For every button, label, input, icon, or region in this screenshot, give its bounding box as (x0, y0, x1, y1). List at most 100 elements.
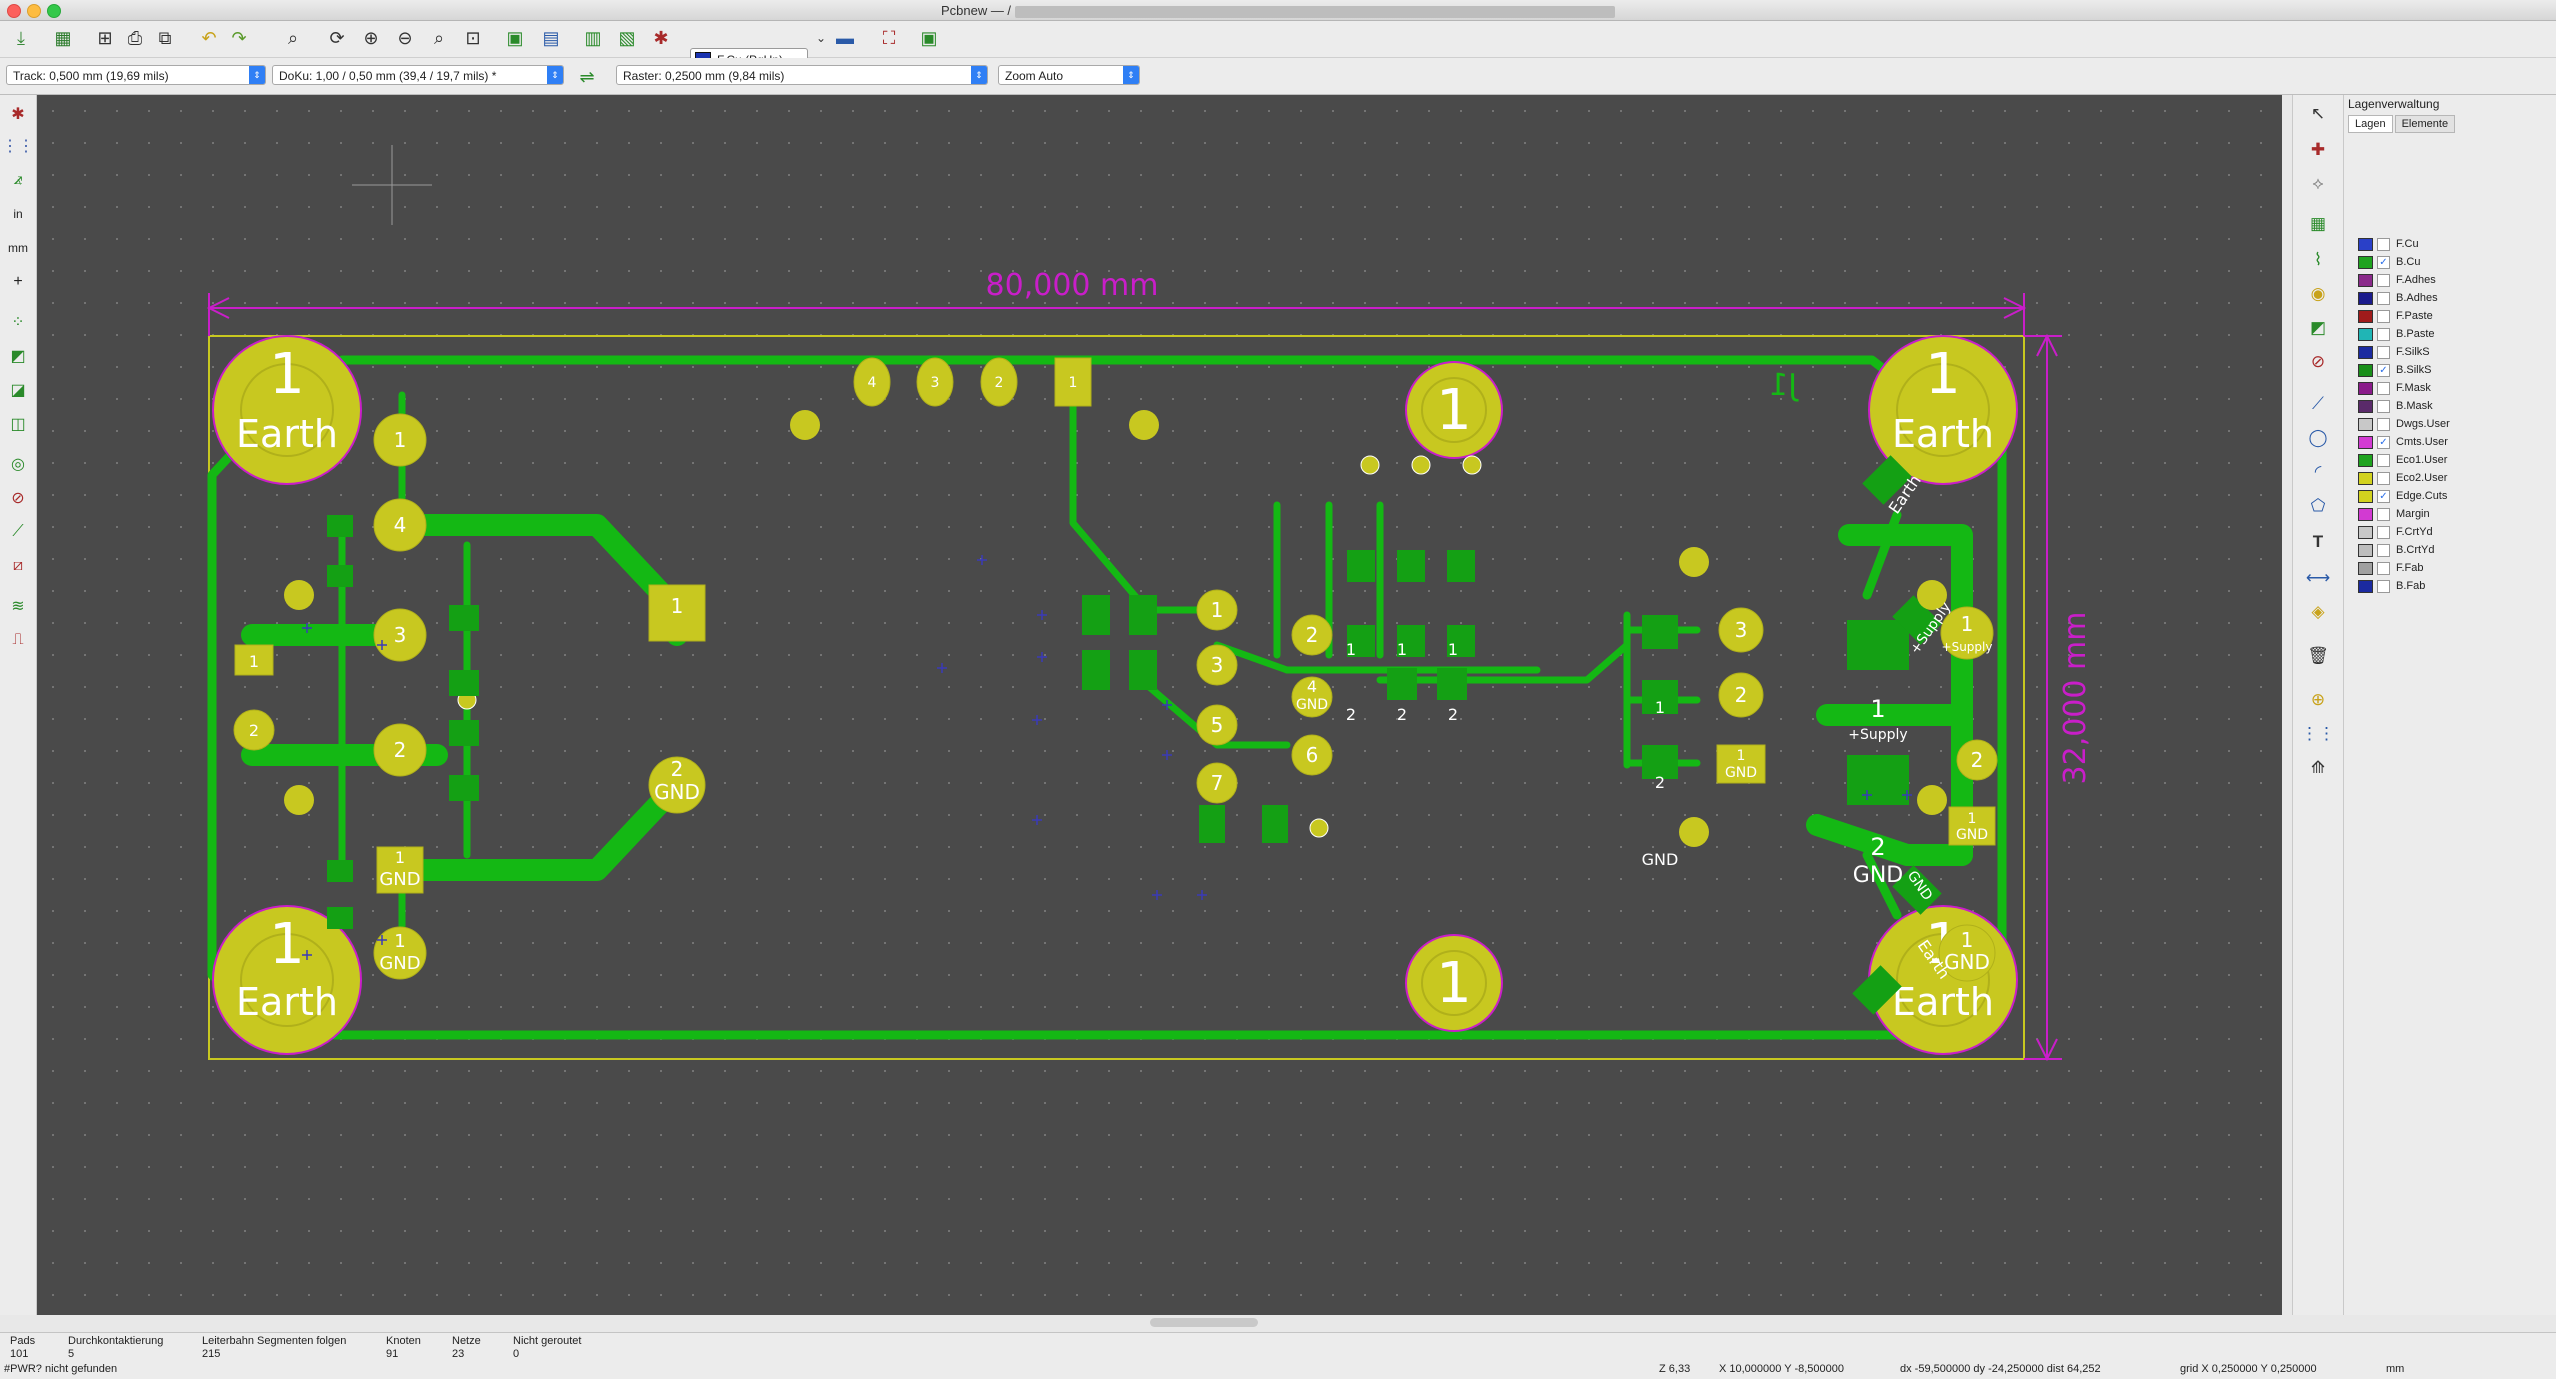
footprint-viewer-icon[interactable]: ▤ (542, 27, 560, 48)
layer-row[interactable]: ✓B.SilkS (2358, 361, 2431, 379)
layer-color-swatch[interactable] (2358, 417, 2373, 431)
board-setup-icon[interactable]: ⊞ (97, 27, 113, 48)
tab-layers[interactable]: Lagen (2348, 115, 2393, 133)
layer-visibility-checkbox[interactable] (2377, 561, 2390, 575)
pcb-canvas[interactable]: 80,000 mm 32,000 mm (37, 95, 2282, 1315)
polar-coords-icon[interactable]: ⦨ (13, 171, 23, 188)
contrast-mode-icon[interactable]: ⧄ (12, 557, 24, 574)
undo-icon[interactable]: ↶ (201, 27, 217, 48)
layer-color-swatch[interactable] (2358, 363, 2373, 377)
route-track-icon[interactable]: ⌇ (2313, 250, 2323, 269)
save-board-icon[interactable]: ⤓ (17, 27, 25, 48)
layer-color-swatch[interactable] (2358, 381, 2373, 395)
draw-arc-icon[interactable]: ◜ (2314, 462, 2322, 481)
local-ratsnest-icon[interactable]: ⟡ (2312, 174, 2324, 193)
measure-icon[interactable]: ⟰ (2310, 758, 2326, 777)
layer-color-swatch[interactable] (2358, 543, 2373, 557)
units-inch-icon[interactable]: in (13, 207, 23, 221)
add-text-icon[interactable]: T (2312, 532, 2324, 551)
drc-bug-icon[interactable]: ✱ (653, 27, 669, 48)
layer-visibility-checkbox[interactable]: ✓ (2377, 255, 2390, 269)
select-arrow-icon[interactable]: ↖ (2310, 104, 2326, 123)
zoom-window-button[interactable] (47, 4, 61, 18)
horizontal-scrollbar[interactable] (1150, 1318, 1258, 1327)
grid-select[interactable]: Raster: 0,2500 mm (9,84 mils)⇕ (616, 65, 988, 85)
minimize-window-button[interactable] (27, 4, 41, 18)
pad-sketch-icon[interactable]: ◎ (11, 456, 25, 473)
find-icon[interactable]: ⌕ (287, 27, 299, 48)
layer-visibility-checkbox[interactable] (2377, 309, 2390, 323)
layer-row[interactable]: F.Adhes (2358, 271, 2436, 289)
footprint-editor-icon[interactable]: ▣ (506, 27, 524, 48)
layer-color-swatch[interactable] (2358, 309, 2373, 323)
layer-color-swatch[interactable] (2358, 273, 2373, 287)
microwave-toolbar-icon[interactable]: ⎍ (12, 631, 24, 648)
layer-color-swatch[interactable] (2358, 291, 2373, 305)
layer-color-swatch[interactable] (2358, 507, 2373, 521)
keepout-zone-icon[interactable]: ⊘ (2310, 352, 2326, 371)
add-via-icon[interactable]: ◉ (2310, 284, 2326, 303)
layer-visibility-checkbox[interactable] (2377, 237, 2390, 251)
draw-line-icon[interactable]: ⟋ (2312, 394, 2324, 413)
update-pcb-icon[interactable]: ▧ (618, 27, 636, 48)
via-sketch-icon[interactable]: ⊘ (11, 490, 25, 507)
layer-row[interactable]: ✓Cmts.User (2358, 433, 2448, 451)
track-sketch-icon[interactable]: ⟋ (12, 523, 24, 540)
via-size-select[interactable]: DoKu: 1,00 / 0,50 mm (39,4 / 19,7 mils) … (272, 65, 564, 85)
zone-sketch-icon[interactable]: ◫ (10, 416, 26, 433)
zone-fill-icon[interactable]: ◩ (10, 348, 26, 365)
layer-visibility-checkbox[interactable] (2377, 417, 2390, 431)
layer-visibility-checkbox[interactable] (2377, 273, 2390, 287)
layer-color-swatch[interactable] (2358, 345, 2373, 359)
cursor-shape-icon[interactable]: + (13, 273, 23, 290)
script-icon[interactable]: ⛶ (882, 27, 896, 48)
layer-row[interactable]: B.Paste (2358, 325, 2435, 343)
layer-row[interactable]: F.Paste (2358, 307, 2433, 325)
add-dimension-icon[interactable]: ⟷ (2305, 568, 2331, 587)
layer-visibility-checkbox[interactable] (2377, 471, 2390, 485)
highlight-net-icon[interactable]: ✚ (2310, 140, 2326, 159)
grid-toggle-icon[interactable]: ⋮⋮ (2, 138, 34, 155)
layer-visibility-checkbox[interactable] (2377, 327, 2390, 341)
zoom-select[interactable]: Zoom Auto⇕ (998, 65, 1140, 85)
layer-row[interactable]: F.CrtYd (2358, 523, 2433, 541)
layer-color-swatch[interactable] (2358, 579, 2373, 593)
layer-row[interactable]: F.Cu (2358, 235, 2419, 253)
layer-visibility-checkbox[interactable] (2377, 381, 2390, 395)
layer-visibility-checkbox[interactable]: ✓ (2377, 435, 2390, 449)
layer-row[interactable]: Dwgs.User (2358, 415, 2450, 433)
track-width-select[interactable]: Track: 0,500 mm (19,69 mils)⇕ (6, 65, 266, 85)
layer-visibility-checkbox[interactable] (2377, 543, 2390, 557)
units-mm-icon[interactable]: mm (8, 241, 28, 255)
zoom-fit-icon[interactable]: ⌕ (433, 27, 445, 48)
zoom-in-icon[interactable]: ⊕ (363, 27, 379, 48)
add-footprint-icon[interactable]: ▦ (2309, 214, 2327, 233)
layer-visibility-checkbox[interactable] (2377, 525, 2390, 539)
grid-origin-icon[interactable]: ⋮⋮ (2301, 724, 2335, 743)
zoom-area-icon[interactable]: ⊡ (465, 27, 481, 48)
layers-manager-icon[interactable]: ≋ (11, 598, 25, 615)
chevron-down-icon[interactable]: ⌄ (815, 31, 827, 45)
layer-row[interactable]: F.SilkS (2358, 343, 2430, 361)
layer-row[interactable]: Eco2.User (2358, 469, 2447, 487)
delete-trash-icon[interactable]: 🗑 (2307, 646, 2329, 665)
layer-visibility-checkbox[interactable] (2377, 453, 2390, 467)
layer-pair-icon[interactable]: ▬ (836, 27, 854, 48)
layer-visibility-checkbox[interactable] (2377, 399, 2390, 413)
layer-visibility-checkbox[interactable] (2377, 291, 2390, 305)
layer-row[interactable]: ✓B.Cu (2358, 253, 2420, 271)
layer-color-swatch[interactable] (2358, 327, 2373, 341)
layer-visibility-checkbox[interactable] (2377, 579, 2390, 593)
add-zone-icon[interactable]: ◩ (2309, 318, 2327, 337)
layer-row[interactable]: Eco1.User (2358, 451, 2447, 469)
layer-row[interactable]: B.Mask (2358, 397, 2433, 415)
layer-color-swatch[interactable] (2358, 453, 2373, 467)
tab-elements[interactable]: Elemente (2394, 115, 2456, 133)
layer-color-swatch[interactable] (2358, 471, 2373, 485)
layer-color-swatch[interactable] (2358, 399, 2373, 413)
netlist-icon[interactable]: ▥ (584, 27, 602, 48)
page-settings-icon[interactable]: ▦ (54, 27, 72, 48)
layer-visibility-checkbox[interactable] (2377, 507, 2390, 521)
draw-polygon-icon[interactable]: ⬠ (2310, 496, 2326, 515)
close-window-button[interactable] (7, 4, 21, 18)
